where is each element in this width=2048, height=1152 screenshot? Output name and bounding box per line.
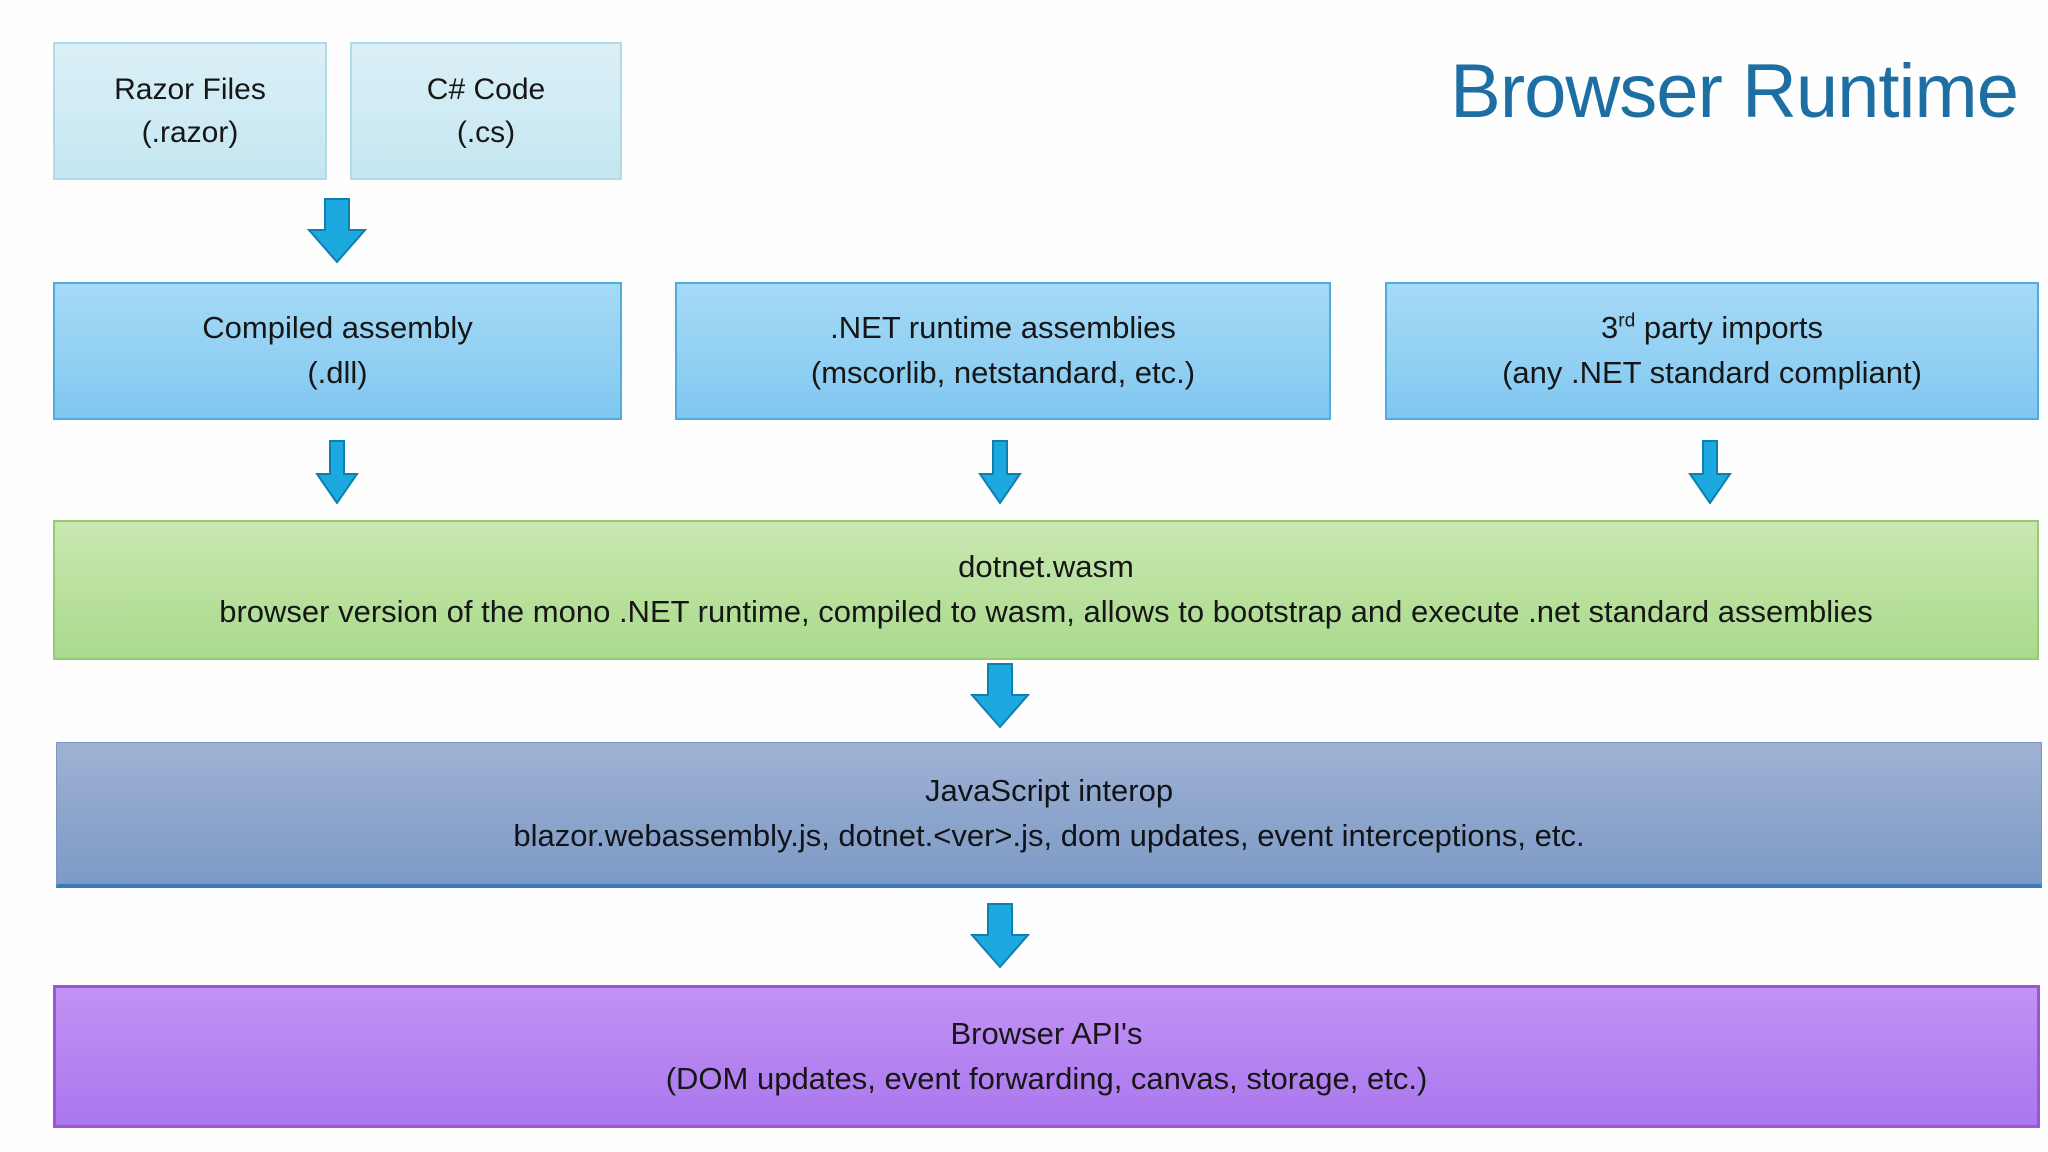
node-javascript-interop: JavaScript interop blazor.webassembly.js… [56, 742, 2042, 888]
third-party-ordinal: 3 [1600, 310, 1619, 346]
third-party-label-rest: party imports [1635, 310, 1824, 346]
node-compiled-assembly-label: Compiled assembly [202, 310, 473, 346]
node-javascript-interop-label: JavaScript interop [924, 772, 1174, 808]
node-browser-apis-description: (DOM updates, event forwarding, canvas, … [665, 1060, 1428, 1096]
node-dotnet-wasm-description: browser version of the mono .NET runtime… [219, 594, 1873, 629]
node-csharp-code-extension: (.cs) [456, 116, 516, 149]
node-csharp-code-label: C# Code [426, 72, 546, 106]
node-third-party-imports: 3rd party imports (any .NET standard com… [1385, 282, 2039, 420]
node-browser-apis-label: Browser API's [950, 1015, 1143, 1051]
node-dotnet-runtime-assemblies-detail: (mscorlib, netstandard, etc.) [810, 355, 1196, 390]
node-dotnet-wasm-label: dotnet.wasm [958, 549, 1134, 585]
node-razor-files-extension: (.razor) [141, 116, 239, 149]
node-csharp-code: C# Code (.cs) [350, 42, 622, 180]
node-dotnet-runtime-assemblies-label: .NET runtime assemblies [830, 310, 1176, 346]
down-arrow-icon [970, 663, 1030, 729]
node-javascript-interop-description: blazor.webassembly.js, dotnet.<ver>.js, … [513, 817, 1585, 853]
down-arrow-icon [307, 198, 367, 264]
down-arrow-icon [315, 440, 359, 504]
node-compiled-assembly-extension: (.dll) [307, 355, 368, 390]
node-third-party-imports-label: 3rd party imports [1601, 306, 1823, 351]
node-razor-files: Razor Files (.razor) [53, 42, 327, 180]
node-dotnet-wasm: dotnet.wasm browser version of the mono … [53, 520, 2039, 660]
down-arrow-icon [970, 903, 1030, 969]
node-dotnet-runtime-assemblies: .NET runtime assemblies (mscorlib, netst… [675, 282, 1331, 420]
node-browser-apis: Browser API's (DOM updates, event forwar… [53, 985, 2040, 1128]
third-party-ordinal-suffix: rd [1618, 310, 1636, 332]
node-third-party-imports-detail: (any .NET standard compliant) [1502, 355, 1922, 390]
down-arrow-icon [978, 440, 1022, 504]
node-compiled-assembly: Compiled assembly (.dll) [53, 282, 622, 420]
node-razor-files-label: Razor Files [114, 72, 266, 106]
page-title: Browser Runtime [1450, 49, 2019, 134]
down-arrow-icon [1688, 440, 1732, 504]
